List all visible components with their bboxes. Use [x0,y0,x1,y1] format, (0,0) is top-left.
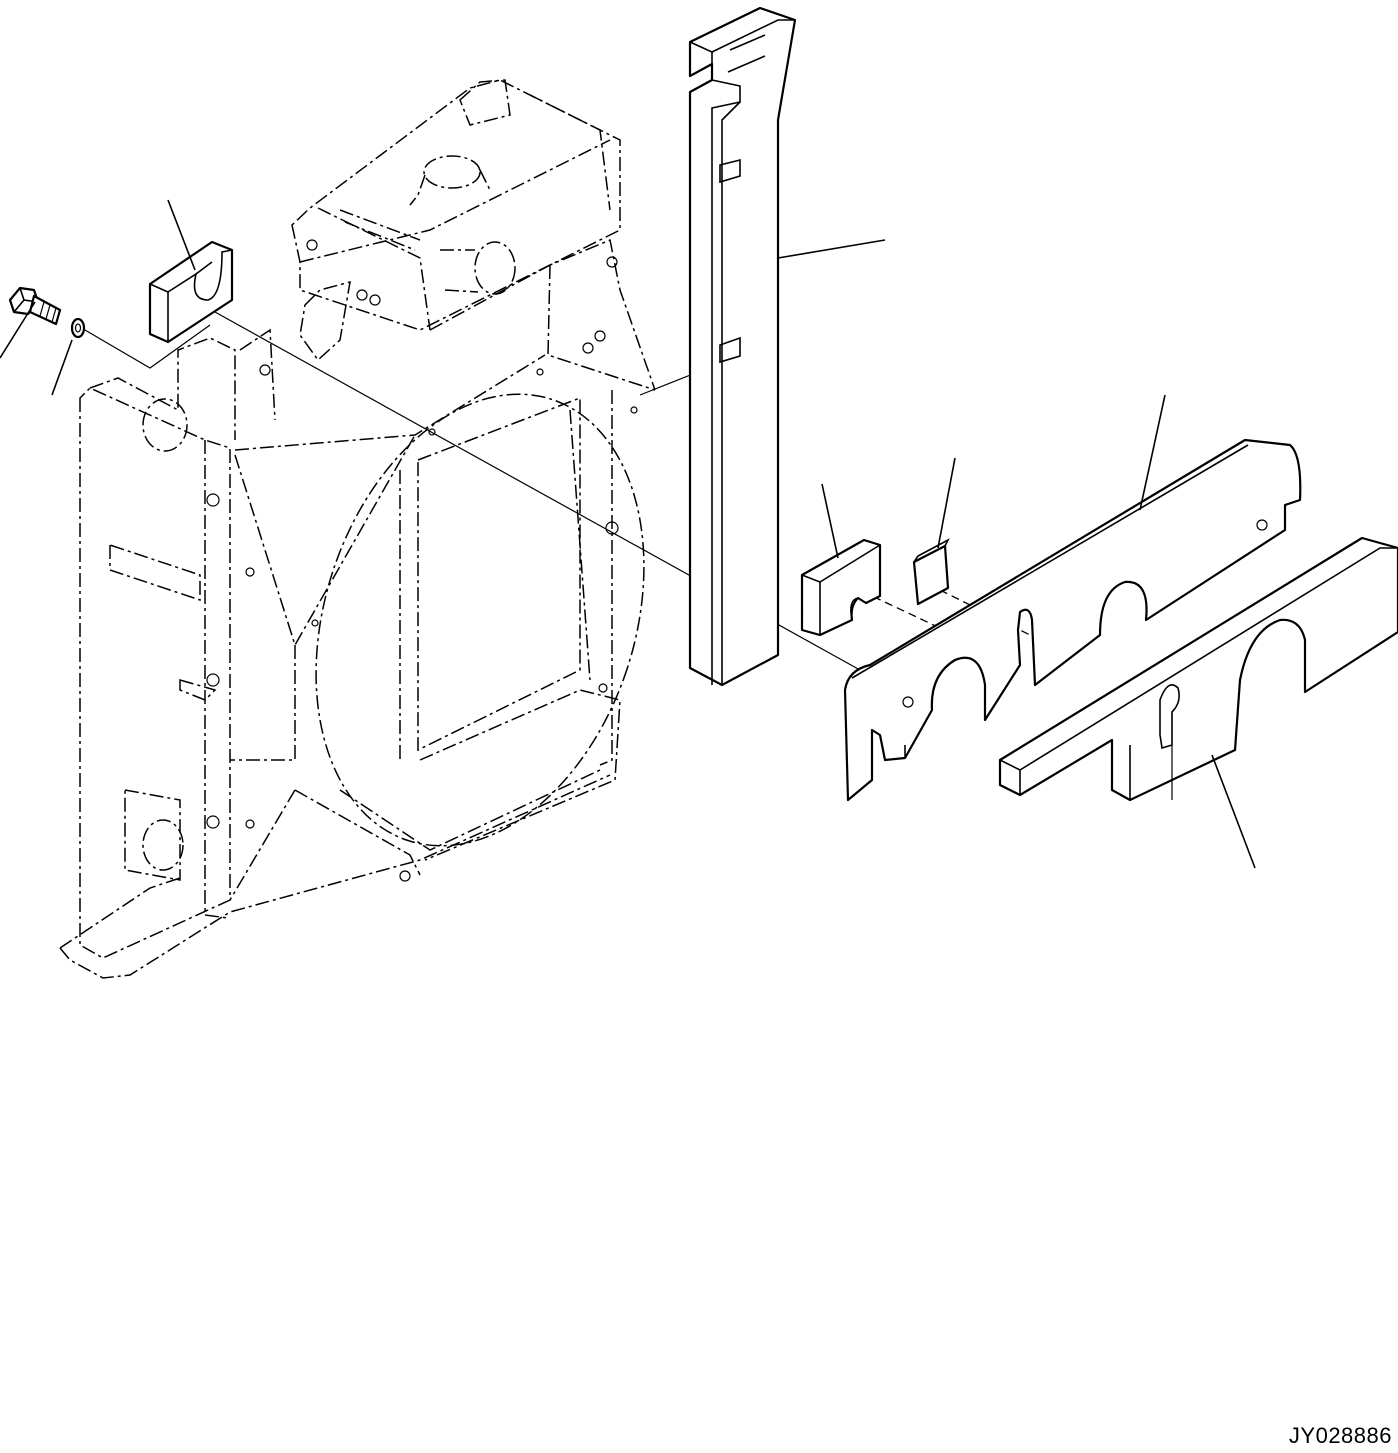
seal-plate [843,438,1302,802]
upper-seal-block [148,240,234,344]
bolt [8,286,62,326]
drawing-code-label: JY028886 [1288,1423,1392,1448]
alignment-lines [84,311,1061,671]
radiator-assembly [59,79,656,979]
callout-leaders [0,199,1256,869]
seal-pad [912,538,950,606]
vertical-seal [688,6,797,687]
washer [70,317,86,339]
small-seal-block [800,538,882,637]
lower-seal-bar [998,536,1398,802]
